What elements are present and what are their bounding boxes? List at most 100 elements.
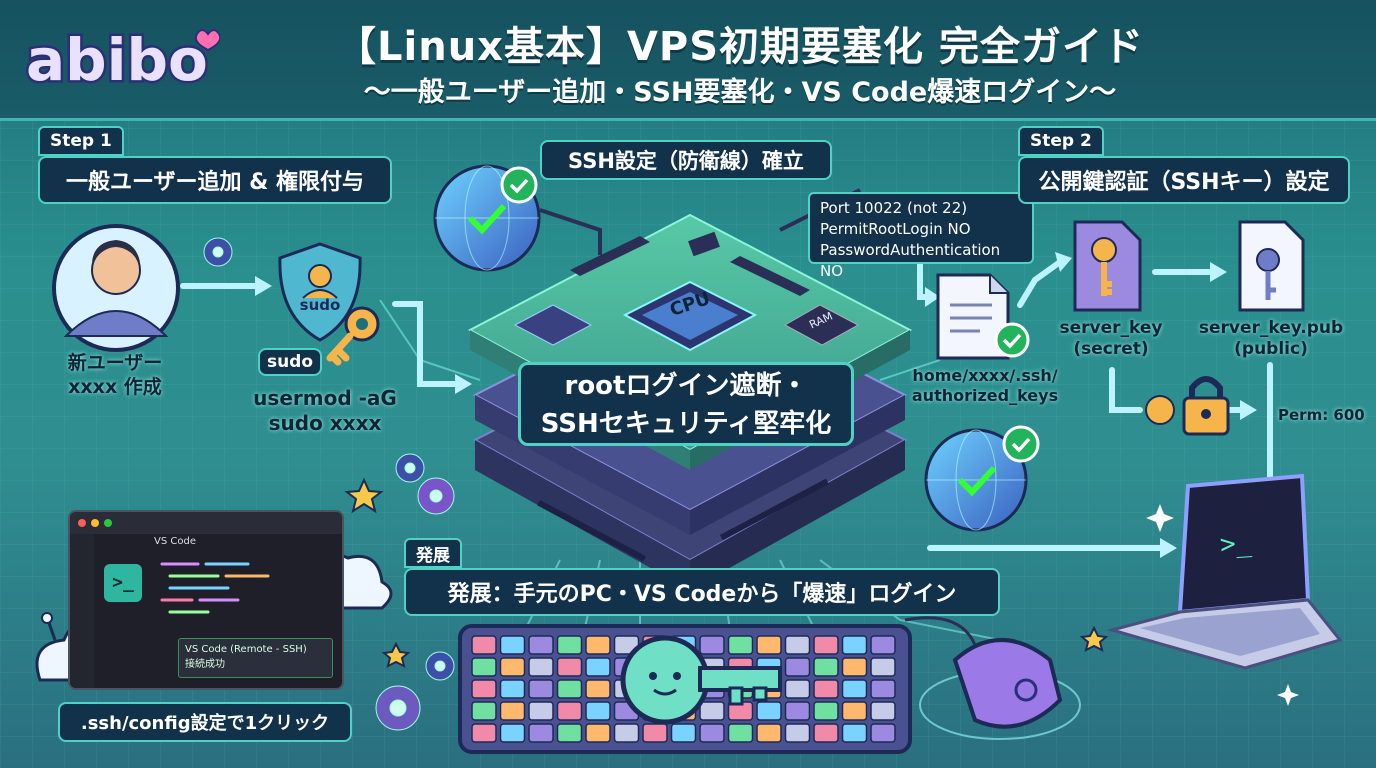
pixel-key-mascot-icon (620, 635, 782, 725)
globe-icon (433, 164, 541, 272)
keyboard-key (784, 701, 811, 721)
keyboard-key (813, 679, 839, 699)
keyboard-key (556, 701, 583, 721)
new-user-caption-line1: 新ユーザー (67, 352, 163, 374)
step1-title: 一般ユーザー追加 & 権限付与 (38, 156, 392, 204)
keyboard-key (471, 657, 497, 677)
ssh-config-box: Port 10022 (not 22) PermitRootLogin NO P… (808, 192, 1034, 280)
abibo-logo: abibo (24, 24, 220, 97)
usermod-command-line1: usermod -aG (253, 386, 397, 410)
sparkle-icon (1146, 504, 1299, 706)
keyboard-key (499, 635, 526, 655)
heart-icon (194, 29, 220, 52)
gear-icon (203, 237, 455, 731)
new-user-caption: 新ユーザー xxxx 作成 (40, 352, 190, 400)
ssh-config-line: PermitRootLogin NO (820, 220, 971, 238)
keyboard-key (585, 657, 611, 677)
center-label-line1: rootログイン遮断・ (564, 371, 808, 401)
keyboard-key (528, 679, 554, 699)
ssh-settings-title: SSH設定（防衛線）確立 (540, 140, 832, 180)
root-login-block-label: rootログイン遮断・ SSHセキュリティ堅牢化 (518, 362, 854, 446)
vscode-window: VS Code >_ VS Code (Remote - SSH) 接続成功 (68, 510, 344, 690)
public-key-line1: server_key.pub (1198, 318, 1344, 338)
keyboard-key (870, 635, 896, 655)
padlock-icon (1145, 376, 1230, 436)
keyboard-key (556, 657, 583, 677)
keyboard-key (471, 679, 497, 699)
vscode-status-line1: VS Code (Remote - SSH) (185, 644, 307, 655)
terminal-icon[interactable]: >_ (104, 564, 142, 602)
public-key-caption: server_key.pub (public) (1196, 318, 1346, 361)
keyboard-key (699, 635, 725, 655)
minimize-dot-icon[interactable] (91, 519, 99, 527)
keyboard-key (471, 701, 497, 721)
keyboard-key (784, 657, 811, 677)
keyboard-key (556, 635, 583, 655)
vscode-status-line2: 接続成功 (185, 659, 225, 670)
keyboard-key (585, 679, 611, 699)
key-icon (326, 306, 380, 366)
maximize-dot-icon[interactable] (104, 519, 112, 527)
keyboard-key (642, 723, 668, 743)
keyboard-key (870, 701, 896, 721)
public-key-icon (1238, 220, 1305, 312)
keyboard-key (841, 679, 868, 699)
ssh-config-label: .ssh/config設定で1クリック (58, 702, 352, 742)
perm-label: Perm: 600 (1278, 406, 1365, 424)
step2-tag: Step 2 (1018, 126, 1104, 156)
user-avatar-icon (52, 224, 180, 352)
keyboard-key (841, 701, 868, 721)
usermod-command: usermod -aG sudo xxxx (240, 386, 410, 436)
document-icon (936, 273, 1030, 360)
keyboard-key (870, 657, 896, 677)
vscode-tab[interactable]: VS Code (154, 536, 196, 547)
keyboard-key (756, 723, 782, 743)
star-icon (344, 477, 1109, 668)
development-title: 発展：手元のPC・VS Codeから「爆速」ログイン (404, 568, 1000, 616)
keyboard-key (813, 723, 839, 743)
private-key-line1: server_key (1059, 318, 1163, 338)
keyboard-key (556, 679, 583, 699)
sudo-label: sudo (258, 348, 322, 376)
ssh-config-line: PasswordAuthentication NO (820, 241, 1001, 280)
keyboard-key (784, 679, 811, 699)
globe-icon (924, 425, 1040, 532)
keyboard-key (813, 701, 839, 721)
keyboard-key (699, 701, 725, 721)
authorized-keys-line2: authorized_keys (911, 386, 1059, 405)
private-key-line2: (secret) (1073, 339, 1149, 360)
close-dot-icon[interactable] (78, 519, 86, 527)
keyboard-key (528, 723, 554, 743)
keyboard-key (727, 723, 754, 743)
page-subtitle: 〜一般ユーザー追加・SSH要塞化・VS Code爆速ログイン〜 (363, 77, 1117, 108)
public-key-line2: (public) (1234, 339, 1308, 360)
keyboard-key (784, 723, 811, 743)
authorized-keys-line1: home/xxxx/.ssh/ (912, 366, 1058, 385)
keyboard-key (841, 723, 868, 743)
keyboard-key (471, 723, 497, 743)
keyboard-key (528, 635, 554, 655)
keyboard-key (528, 701, 554, 721)
authorized-keys-caption: home/xxxx/.ssh/ authorized_keys (900, 366, 1070, 406)
ssh-config-line: Port 10022 (not 22) (820, 199, 968, 217)
keyboard-key (499, 657, 526, 677)
logo-text: abibo (26, 26, 208, 94)
keyboard-key (756, 701, 782, 721)
private-key-caption: server_key (secret) (1046, 318, 1176, 361)
keyboard-key (499, 679, 526, 699)
private-key-icon (1073, 220, 1142, 312)
vscode-remote-status: VS Code (Remote - SSH) 接続成功 (178, 638, 333, 678)
code-lines (160, 562, 270, 614)
header-banner: abibo 【Linux基本】VPS初期要塞化 完全ガイド 〜一般ユーザー追加・… (0, 0, 1376, 121)
keyboard-key (471, 635, 497, 655)
keyboard-key (841, 657, 868, 677)
keyboard-key (585, 723, 611, 743)
keyboard-key (813, 657, 839, 677)
keyboard-key (670, 723, 697, 743)
keyboard-key (870, 679, 896, 699)
page-title: 【Linux基本】VPS初期要塞化 完全ガイド (336, 24, 1144, 70)
step1-tag: Step 1 (38, 126, 124, 156)
keyboard-key (870, 723, 896, 743)
laptop-icon (1106, 473, 1343, 670)
laptop-terminal-prompt: >_ (1219, 527, 1253, 561)
